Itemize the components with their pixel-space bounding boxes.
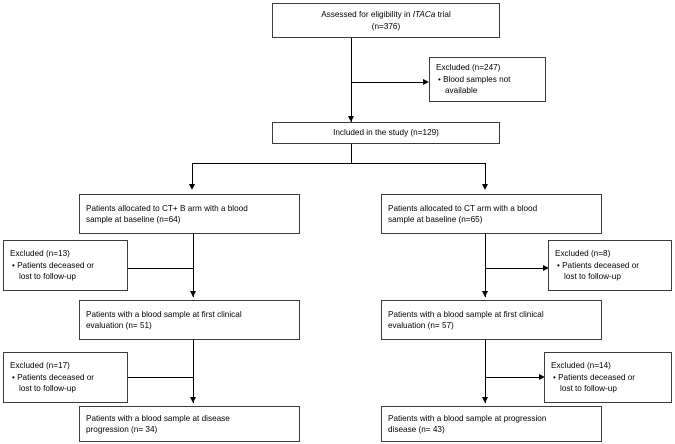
excluded-ctb-first-heading: Excluded (n=13) — [10, 249, 70, 259]
bullet-icon: • — [12, 260, 15, 270]
connector-ctb-eval-to-progression — [193, 340, 194, 403]
arrow-down-icon — [482, 291, 488, 297]
arrow-down-icon — [482, 184, 488, 190]
ct-first-eval-line2: evaluation (n= 57) — [388, 321, 454, 330]
node-ct-first-evaluation: Patients with a blood sample at first cl… — [381, 300, 602, 340]
ct-progression-line2: disease (n= 43) — [388, 425, 445, 434]
arrow-down-icon — [482, 397, 488, 403]
connector-split-right — [485, 163, 486, 184]
excluded-ct-first-bullet-1-cont: lost to follow-up — [564, 272, 621, 282]
arrow-down-icon — [190, 291, 196, 297]
node-excluded-ct-first: Excluded (n=8) • Patients deceased or lo… — [548, 240, 672, 291]
excluded-ct-second-bullet-1-cont: lost to follow-up — [560, 384, 617, 394]
excluded-ct-first-bullet-1: • Patients deceased or — [557, 260, 640, 270]
connector-ct-baseline-to-eval — [485, 234, 486, 297]
bullet-icon: • — [12, 372, 15, 382]
bullet-icon: • — [553, 372, 556, 382]
arrow-down-icon — [348, 116, 354, 122]
node-assessed-line2: (n=376) — [371, 21, 401, 31]
bullet-icon: • — [438, 74, 441, 84]
connector-ct-excluded-1 — [485, 268, 543, 269]
node-excluded-screening: Excluded (n=247) • Blood samples not ava… — [429, 57, 546, 102]
arm-ct-baseline-line2: sample at baseline (n=65) — [388, 215, 483, 224]
excluded-ctb-second-bullet-1: • Patients deceased or — [12, 372, 95, 382]
ctb-progression-line2: progression (n= 34) — [86, 425, 158, 434]
excluded-ctb-first-bullet-1: • Patients deceased or — [12, 260, 95, 270]
excluded-screening-bullet-1: • Blood samples not available — [438, 74, 511, 96]
arrow-down-icon — [190, 397, 196, 403]
connector-ctb-excluded-2 — [128, 377, 193, 378]
ct-first-eval-line1: Patients with a blood sample at first cl… — [388, 309, 544, 319]
excluded-ct-first-heading: Excluded (n=8) — [555, 249, 611, 259]
excluded-ct-second-heading: Excluded (n=14) — [551, 361, 611, 371]
ctb-progression-line1: Patients with a blood sample at disease — [86, 413, 230, 423]
connector-split-bar — [192, 163, 486, 164]
connector-ctb-baseline-to-eval — [193, 234, 194, 297]
node-excluded-ctb-second: Excluded (n=17) • Patients deceased or l… — [3, 352, 128, 403]
node-excluded-ctb-first: Excluded (n=13) • Patients deceased or l… — [3, 240, 128, 291]
ctb-first-eval-line2: evaluation (n= 51) — [86, 321, 152, 330]
excluded-ctb-second-heading: Excluded (n=17) — [10, 361, 70, 371]
ctb-first-eval-line1: Patients with a blood sample at first cl… — [86, 309, 242, 319]
node-included-in-study: Included in the study (n=129) — [272, 122, 500, 144]
node-ctb-disease-progression: Patients with a blood sample at disease … — [79, 406, 300, 442]
node-included-line1: Included in the study (n=129) — [333, 128, 439, 138]
arrow-right-icon — [543, 265, 549, 271]
excluded-screening-heading: Excluded (n=247) — [436, 63, 501, 73]
connector-ct-excluded-2 — [485, 377, 539, 378]
connector-ct-eval-to-progression — [485, 340, 486, 403]
arrow-right-icon — [423, 79, 429, 85]
node-assessed-for-eligibility: Assessed for eligibility in ITACa trial … — [272, 3, 500, 38]
excluded-ctb-second-bullet-1-cont: lost to follow-up — [19, 384, 76, 394]
node-arm-ct-baseline: Patients allocated to CT arm with a bloo… — [381, 194, 602, 234]
connector-split-left — [192, 163, 193, 184]
excluded-ct-second-bullet-1: • Patients deceased or — [553, 372, 636, 382]
node-assessed-line1: Assessed for eligibility in ITACa trial — [321, 10, 451, 19]
connector-included-trunk — [351, 144, 352, 163]
node-ct-progression-disease: Patients with a blood sample at progress… — [381, 406, 602, 442]
node-arm-ctb-baseline: Patients allocated to CT+ B arm with a b… — [79, 194, 300, 234]
arm-ctb-baseline-line1: Patients allocated to CT+ B arm with a b… — [86, 203, 248, 213]
arm-ct-baseline-line1: Patients allocated to CT arm with a bloo… — [388, 203, 538, 213]
arrow-right-icon — [539, 374, 545, 380]
arm-ctb-baseline-line2: sample at baseline (n=64) — [86, 215, 181, 224]
arrow-down-icon — [189, 184, 195, 190]
connector-assessed-to-excluded-screening — [351, 82, 423, 83]
ct-progression-line1: Patients with a blood sample at progress… — [388, 413, 547, 423]
bullet-icon: • — [557, 260, 560, 270]
node-ctb-first-evaluation: Patients with a blood sample at first cl… — [79, 300, 300, 340]
node-excluded-ct-second: Excluded (n=14) • Patients deceased or l… — [544, 352, 672, 403]
connector-ctb-excluded-1 — [128, 268, 193, 269]
excluded-ctb-first-bullet-1-cont: lost to follow-up — [19, 272, 76, 282]
connector-assessed-to-included — [351, 38, 352, 122]
